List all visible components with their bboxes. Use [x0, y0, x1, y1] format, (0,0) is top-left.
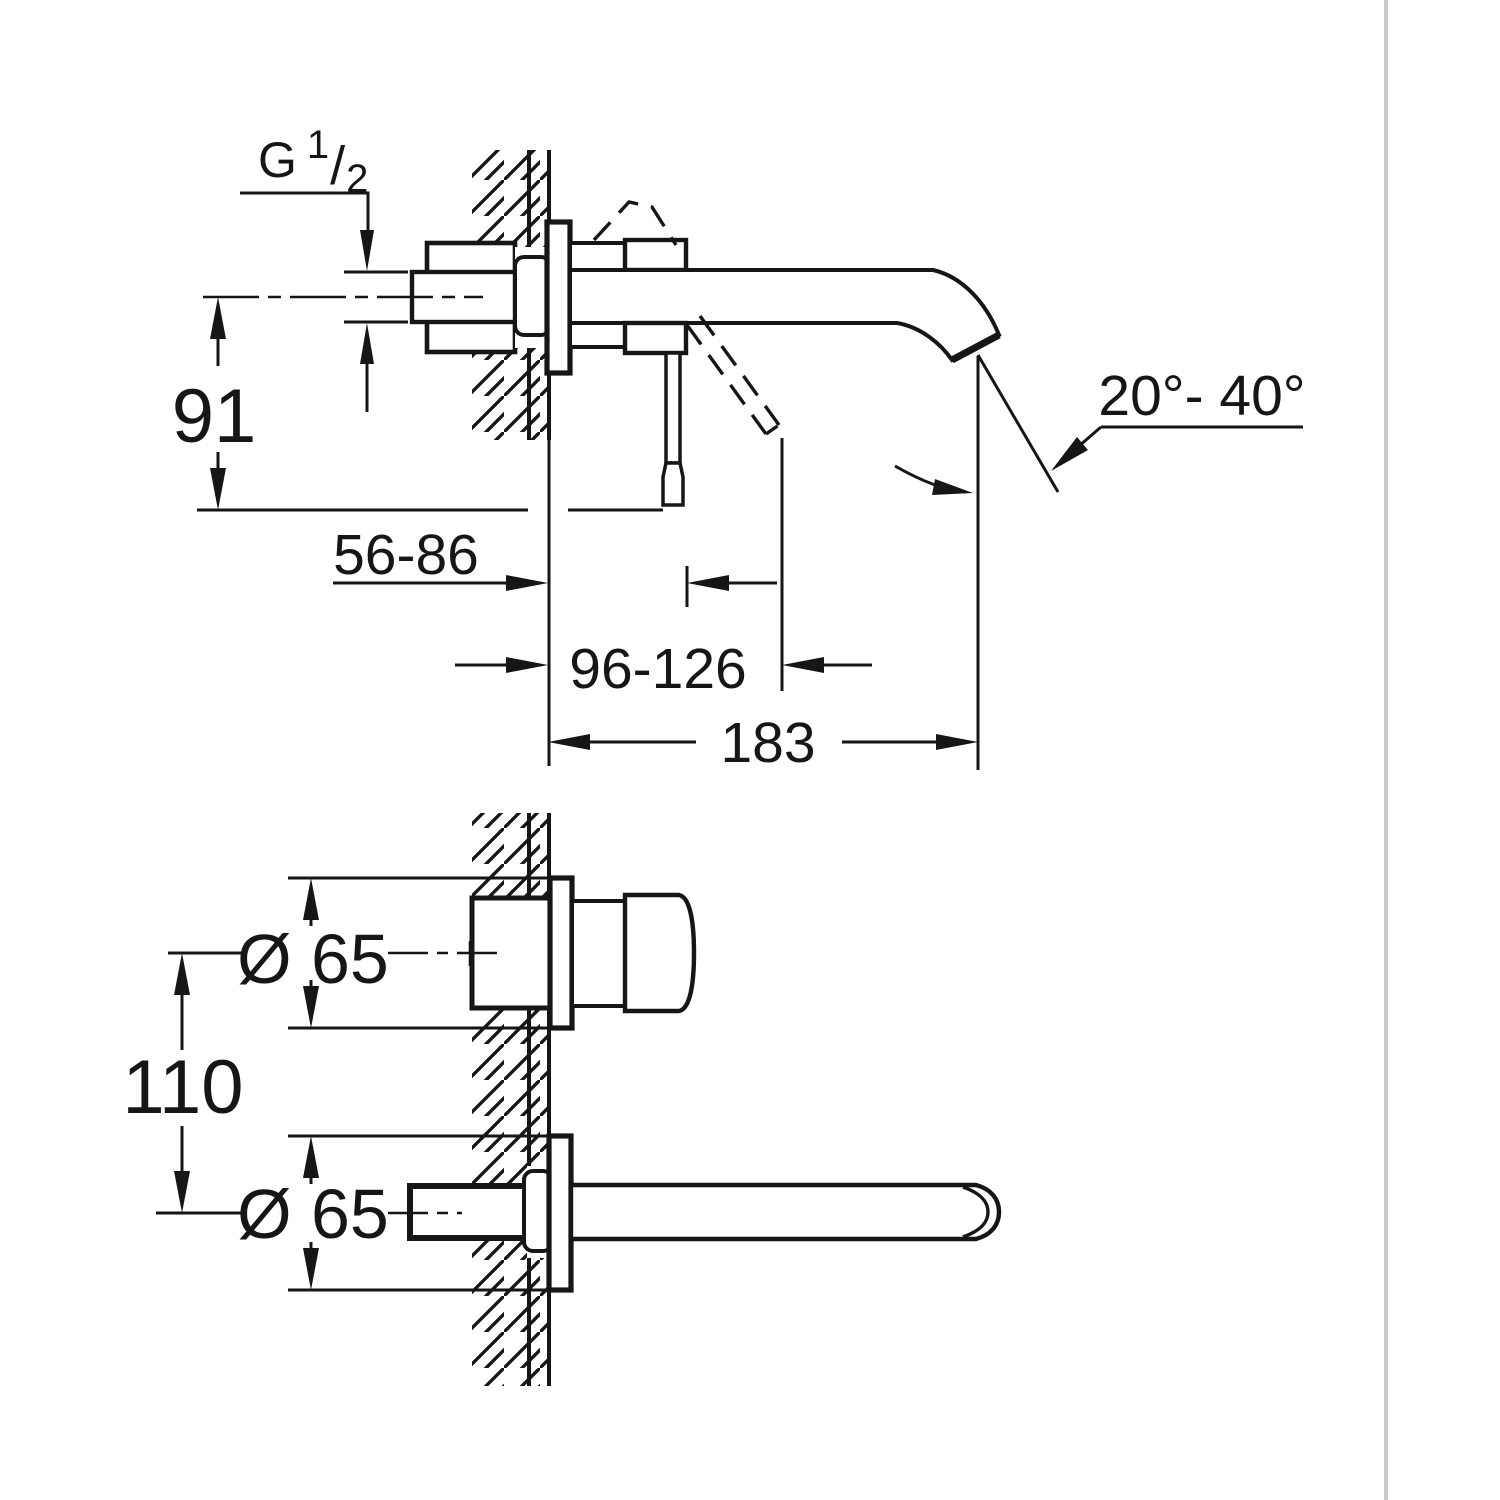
- spout-outlet-edge: [950, 331, 1001, 364]
- dim-56-86-arrow-left: [687, 575, 729, 591]
- g-arrow-up: [360, 323, 374, 364]
- dim-dia65-bottom: Ø 65: [237, 1134, 549, 1292]
- dim-label-56-86: 56-86: [333, 523, 479, 587]
- dia65-bottom-arrow-down: [303, 1248, 319, 1290]
- dim-56-86: 56-86: [333, 523, 777, 607]
- handle-base-bottom: [622, 320, 689, 356]
- dim-label-183: 183: [720, 711, 815, 775]
- dim-91-arrow-up: [210, 297, 226, 339]
- escutcheon-front-bottom: [546, 1133, 574, 1293]
- dim-96-126-arrow-left: [782, 657, 824, 673]
- dim-label-91: 91: [172, 374, 257, 459]
- dim-91: 91: [172, 297, 663, 512]
- lever-open-dashed: [685, 315, 781, 436]
- front-view: Ø 65 110 Ø 65: [122, 813, 1002, 1386]
- dim-dia65-top: Ø 65: [237, 876, 550, 1030]
- spout-tube-front: [568, 1182, 1002, 1242]
- dim-label-110: 110: [122, 1045, 243, 1130]
- handle-base-top: [622, 237, 689, 273]
- lever-tip: [661, 461, 685, 507]
- dim-label-dia65-bottom: Ø 65: [237, 1175, 389, 1253]
- handle-connector-top: [568, 241, 627, 272]
- dim-91-arrow-down: [210, 468, 226, 510]
- dim-110: 110: [122, 951, 246, 1215]
- dim-96-126-arrow-right: [506, 657, 548, 673]
- center-mark-top: [388, 941, 502, 966]
- handle-open-dashed: [592, 200, 678, 246]
- spout-tube-cap-arc: [962, 1185, 990, 1239]
- dia65-top-arrow-down: [303, 986, 319, 1028]
- dim-183: 183: [548, 711, 978, 775]
- g-arrow-down: [360, 230, 374, 271]
- handle-neck: [570, 899, 627, 1008]
- dim-183-arrow-right: [936, 734, 978, 750]
- handle-knob: [622, 892, 697, 1014]
- escutcheon-front-top: [547, 875, 575, 1031]
- handle-connector-bottom: [568, 321, 627, 349]
- escutcheon-side: [544, 219, 573, 376]
- swivel-arc-arrow: [932, 479, 973, 495]
- dim-angle: 20°- 40°: [894, 354, 1306, 770]
- g-leader-line: [240, 191, 370, 235]
- lever-stem: [664, 351, 682, 465]
- angle-leader-arrow: [1051, 437, 1088, 471]
- dia65-top-arrow-up: [303, 878, 319, 920]
- dim-96-126: 96-126: [455, 438, 872, 701]
- dim-label-dia65-top: Ø 65: [237, 920, 389, 998]
- dia65-bottom-arrow-up: [303, 1136, 319, 1178]
- dim-label-angle: 20°- 40°: [1098, 364, 1305, 428]
- dim-110-arrow-up: [174, 953, 190, 995]
- dim-label-96-126: 96-126: [569, 637, 747, 701]
- dim-183-arrow-left: [548, 734, 590, 750]
- dim-56-86-arrow-right: [506, 575, 548, 591]
- spout-angle-line: [976, 354, 1060, 493]
- dim-110-arrow-down: [174, 1171, 190, 1213]
